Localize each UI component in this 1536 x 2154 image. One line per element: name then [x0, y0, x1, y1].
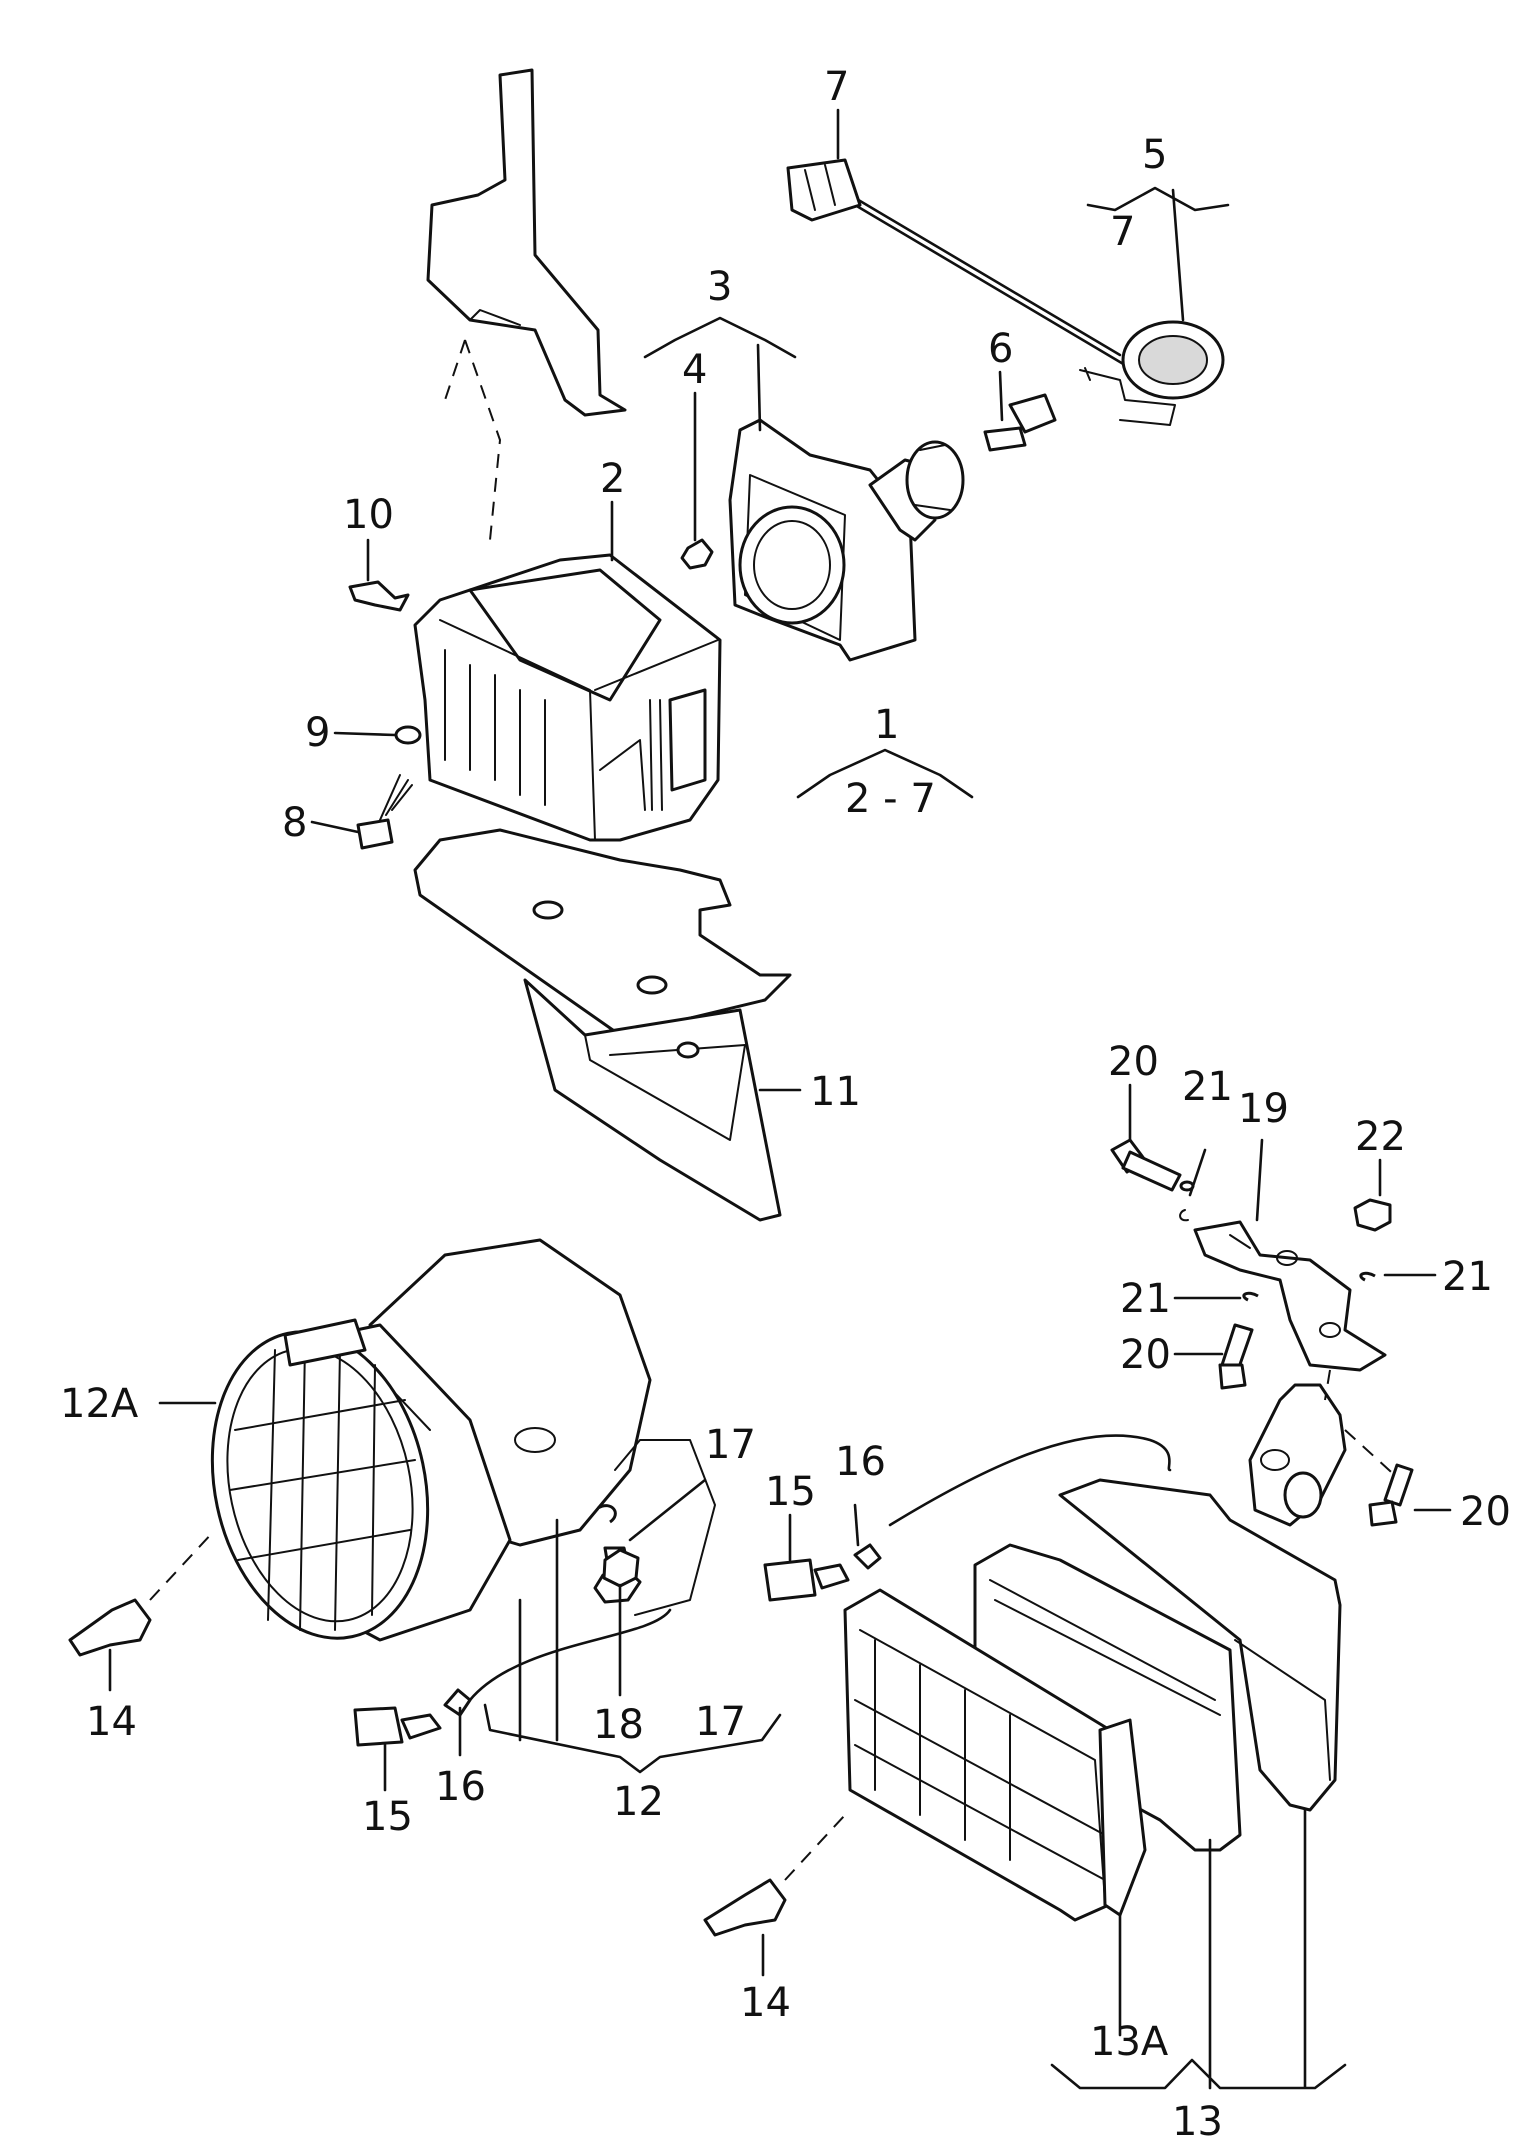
round-lamp: [210, 1238, 716, 1642]
screw-washer-clip: [348, 580, 422, 850]
label-12A: 12A: [60, 1381, 139, 1427]
label-5: 5: [1142, 132, 1167, 178]
bulb-wiring-cap: [786, 158, 1225, 452]
callout-labels: 7 5 7 3 4 6 2 10 9 8 1 2 - 7 11 20 21 19…: [60, 64, 1511, 2145]
label-7-top: 7: [824, 64, 849, 110]
label-18: 18: [593, 1702, 644, 1748]
label-2: 2: [600, 456, 625, 502]
label-21-mid: 21: [1120, 1276, 1171, 1322]
label-11: 11: [810, 1069, 861, 1115]
label-20-top: 20: [1108, 1039, 1159, 1085]
upper-mounting-bracket: [426, 68, 627, 541]
nut-18: [602, 1548, 640, 1588]
label-16-lower: 16: [435, 1764, 486, 1810]
label-10: 10: [343, 492, 394, 538]
label-6: 6: [988, 326, 1013, 372]
label-15-lower: 15: [362, 1794, 413, 1840]
label-4: 4: [682, 347, 707, 393]
label-3: 3: [707, 264, 732, 310]
label-12: 12: [613, 1779, 664, 1825]
label-22: 22: [1355, 1114, 1406, 1160]
label-20-right: 20: [1460, 1489, 1511, 1535]
label-13A: 13A: [1090, 2019, 1169, 2065]
label-19: 19: [1238, 1086, 1289, 1132]
leader-lines: [108, 108, 1452, 2090]
label-17-lower: 17: [695, 1699, 746, 1745]
reflector-insert: [680, 418, 965, 662]
label-14-lower: 14: [740, 1980, 791, 2026]
label-5-range: 7: [1110, 209, 1135, 255]
label-14-left: 14: [86, 1699, 137, 1745]
label-13: 13: [1172, 2099, 1223, 2145]
lower-bracket: [413, 828, 792, 1222]
label-15-upper: 15: [765, 1469, 816, 1515]
label-1: 1: [874, 702, 899, 748]
label-9: 9: [305, 710, 330, 756]
label-17-upper: 17: [705, 1422, 756, 1468]
right-bracket: [1110, 1138, 1414, 1527]
label-21-right: 21: [1442, 1254, 1493, 1300]
rectangular-lamp: [843, 1478, 1342, 1922]
bulbs-and-plugs: [68, 1434, 1172, 1937]
label-21-top: 21: [1182, 1064, 1233, 1110]
headlight-housing: [413, 553, 722, 842]
label-1-range: 2 - 7: [845, 776, 936, 822]
label-20-mid: 20: [1120, 1332, 1171, 1378]
label-8: 8: [282, 800, 307, 846]
label-16-upper: 16: [835, 1439, 886, 1485]
